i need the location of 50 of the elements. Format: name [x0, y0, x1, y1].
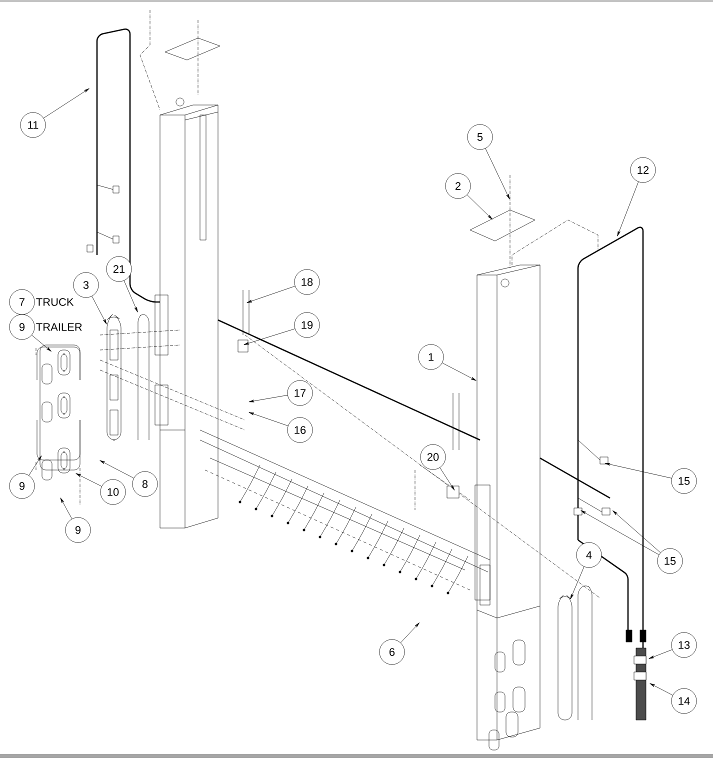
- callout-number: 4: [576, 542, 602, 568]
- leader-line: [32, 334, 52, 352]
- leader-line: [604, 463, 672, 478]
- leader-line: [100, 460, 134, 478]
- callout-number: 15: [657, 548, 683, 574]
- leader-line: [248, 412, 288, 426]
- callout-number: 16: [287, 417, 313, 443]
- leader-line: [244, 328, 296, 345]
- leader-line: [570, 566, 584, 600]
- leader-line: [466, 194, 493, 220]
- part-label: TRUCK: [36, 298, 74, 306]
- callout-number: 19: [294, 312, 320, 338]
- callout-number: 11: [20, 112, 46, 138]
- leader-line: [648, 649, 672, 659]
- callout-number: 7: [9, 289, 35, 315]
- callout-number: 15: [671, 468, 697, 494]
- leader-line: [440, 467, 455, 490]
- callout-number: 6: [379, 639, 405, 665]
- callout-number: 5: [467, 124, 493, 150]
- leader-line: [400, 622, 420, 643]
- leader-line: [92, 296, 107, 324]
- leader-line: [76, 473, 102, 487]
- callout-number: 9: [65, 517, 91, 543]
- leader-line: [442, 362, 476, 381]
- leader-line: [617, 182, 639, 236]
- leader-line: [650, 683, 673, 696]
- leader-line: [124, 280, 138, 312]
- callout-number: 1: [418, 344, 444, 370]
- callout-number: 14: [671, 688, 697, 714]
- callout-number: 21: [106, 256, 132, 282]
- leader-line: [28, 456, 42, 476]
- callout-number: 9: [9, 473, 35, 499]
- leader-line: [246, 286, 296, 303]
- callout-number: 12: [630, 157, 656, 183]
- callout-number: 13: [671, 632, 697, 658]
- callout-number: 8: [132, 471, 158, 497]
- part-label: TRAILER: [36, 323, 82, 331]
- callout-number: 2: [445, 173, 471, 199]
- callout-number: 10: [100, 479, 126, 505]
- callout-number: 20: [420, 444, 446, 470]
- callout-number: 9: [9, 314, 35, 340]
- leader-line: [485, 148, 510, 200]
- callout-number: 3: [73, 272, 99, 298]
- callout-number: 17: [287, 380, 313, 406]
- leader-line: [60, 498, 72, 520]
- callout-number: 18: [294, 269, 320, 295]
- leader-line: [248, 394, 288, 402]
- leader-line: [580, 510, 660, 555]
- leader-line: [612, 510, 661, 553]
- leader-line: [43, 88, 90, 118]
